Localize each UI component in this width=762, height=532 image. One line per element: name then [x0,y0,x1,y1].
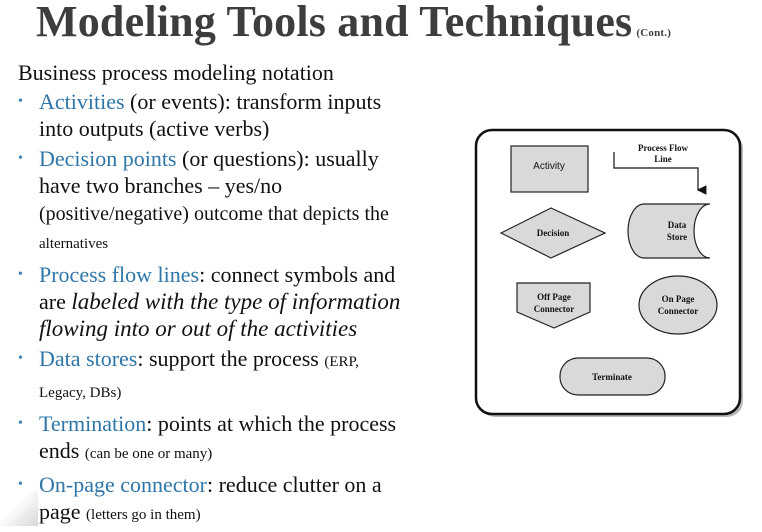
process-flow-label-line1: Process Flow [638,143,689,153]
bullet-dot: • [18,477,23,492]
data-store-label-line2: Store [667,232,687,242]
text: alternatives [39,236,109,252]
text: (or questions): usually [176,146,379,171]
off-page-label-line2: Connector [534,304,575,314]
text: page [39,499,87,524]
process-flow-line [613,152,707,195]
decision-shape [499,207,607,259]
bullet-dot: • [18,416,23,431]
bullet-on-page-connector: • On-page connector: reduce clutter on a… [18,471,468,529]
bullet-activities: • Activities (or events): transform inpu… [18,88,468,142]
notation-diagram: Activity Process Flow Line Decision Data… [474,128,743,417]
terminate-label: Terminate [592,372,632,382]
term-activities: Activities [39,89,125,114]
bullet-termination: • Termination: points at which the proce… [18,410,468,468]
activity-shape [510,145,589,193]
on-page-label-line1: On Page [662,294,695,304]
title-suffix: (Cont.) [636,27,672,39]
bullet-dot: • [18,94,23,109]
slide-title: Modeling Tools and Techniques(Cont.) [36,0,671,47]
bullet-dot: • [18,267,23,282]
title-text: Modeling Tools and Techniques [36,0,633,46]
text: have two branches – yes/no [39,173,283,198]
process-flow-label-line2: Line [654,154,672,164]
text: (or events): transform inputs [124,89,382,114]
text: : points at which the process [146,411,397,436]
text: : reduce clutter on a [206,472,382,497]
bullet-process-flow-lines: • Process flow lines: connect symbols an… [18,261,468,342]
text: : support the process [137,346,325,371]
bullet-dot: • [18,351,23,366]
data-store-label-line1: Data [668,220,687,230]
term-on-page-connector: On-page connector [39,472,207,497]
bullet-decision-points: • Decision points (or questions): usuall… [18,145,468,258]
bullet-dot: • [18,151,23,166]
text: labeled with the type of information [71,289,401,314]
bullet-list: • Activities (or events): transform inpu… [18,88,468,532]
note: (letters go in them) [86,507,201,523]
text: flowing into or out of the activities [39,316,358,341]
activity-label: Activity [533,161,565,172]
text: into outputs (active verbs) [39,116,270,141]
data-store-shape [627,203,711,259]
text: ends [39,438,85,463]
term-termination: Termination [39,411,147,436]
text: (positive/negative) outcome that depicts… [39,203,389,225]
text: : connect symbols and [199,262,396,287]
decision-label: Decision [537,228,570,238]
note: Legacy, DBs) [39,385,122,401]
text: are [39,289,72,314]
note: (ERP, [324,354,359,370]
bullet-data-stores: • Data stores: support the process (ERP,… [18,345,468,407]
term-process-flow-lines: Process flow lines [39,262,200,287]
diagram-frame [474,128,742,416]
terminate-shape [559,357,666,396]
off-page-connector-shape [516,282,591,329]
off-page-label-line1: Off Page [537,292,571,302]
on-page-connector-shape [638,275,718,335]
term-decision-points: Decision points [39,146,177,171]
term-data-stores: Data stores [39,346,138,371]
corner-shade [0,490,38,526]
on-page-label-line2: Connector [658,306,699,316]
note: (can be one or many) [84,446,213,462]
subtitle: Business process modeling notation [18,60,334,85]
